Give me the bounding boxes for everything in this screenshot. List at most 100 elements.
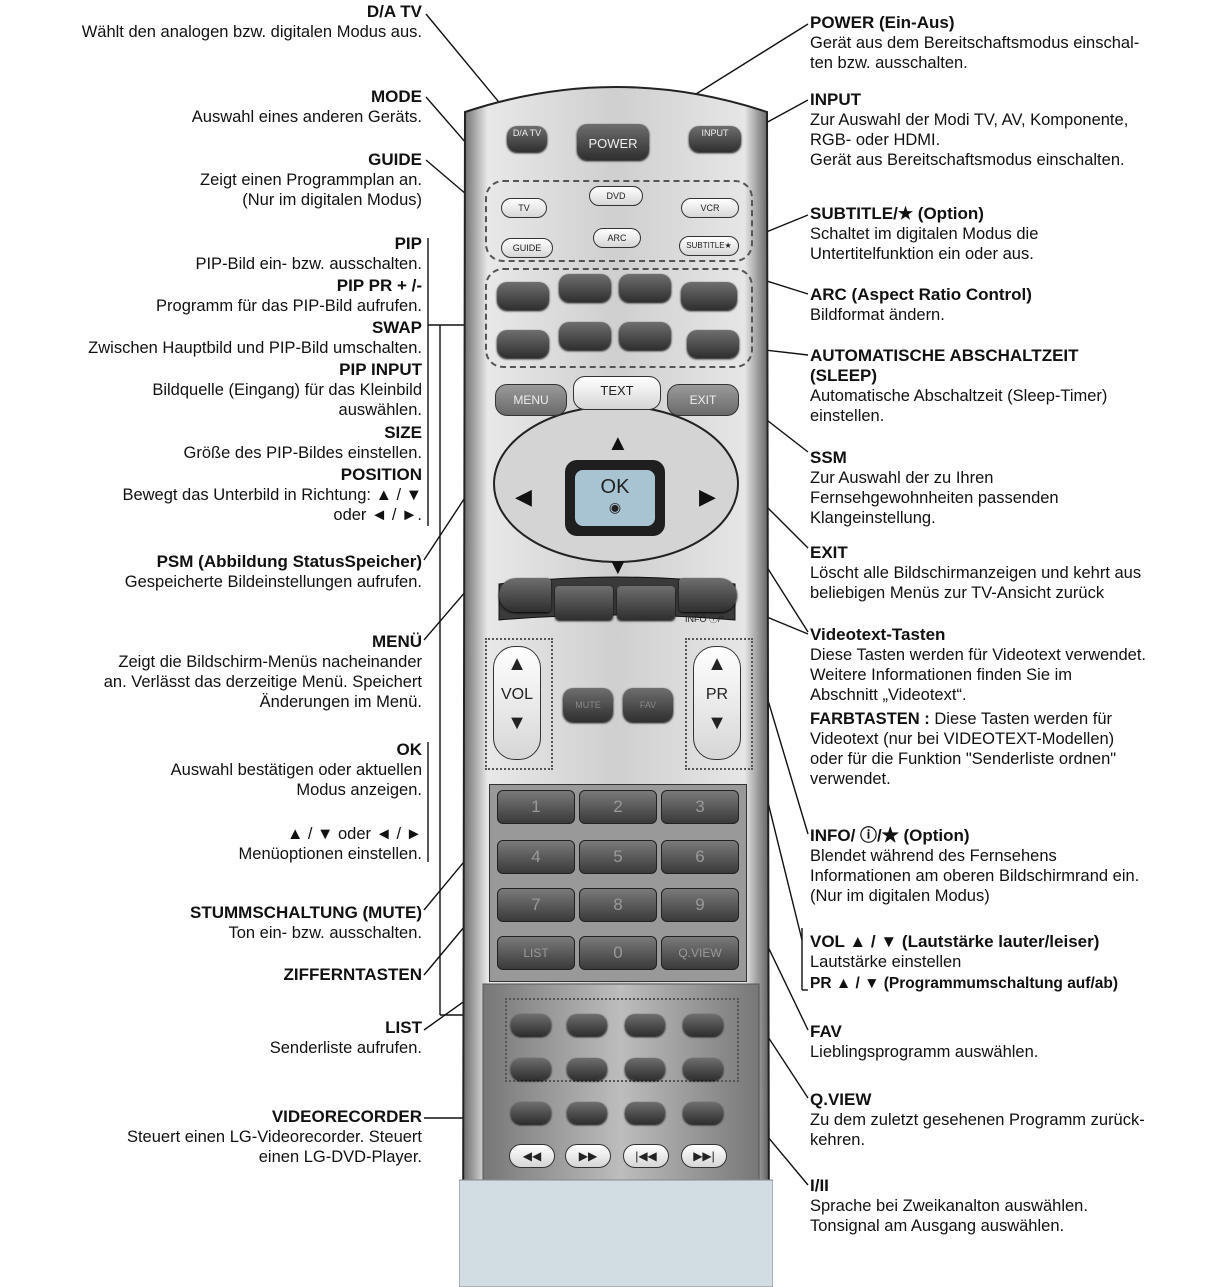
label-da-tv: D/A TV Wählt den analogen bzw. digitalen… <box>2 2 422 42</box>
ok-button[interactable]: OK ◉ <box>565 460 665 536</box>
color-red-button[interactable] <box>499 578 551 612</box>
label-fav-text: Lieblingsprogramm auswählen. <box>810 1043 1039 1061</box>
nav-left-icon[interactable]: ◀ <box>515 484 532 509</box>
color-yellow-button[interactable] <box>617 586 675 620</box>
label-subtitle-title: SUBTITLE/★ (Option) <box>810 204 984 223</box>
skip-forward-icon[interactable]: ▶▶| <box>681 1144 727 1168</box>
list-button[interactable]: LIST <box>497 936 575 970</box>
label-ok-text: Auswahl bestätigen oder aktuellen Modus … <box>170 761 422 799</box>
label-exit-text: Löscht alle Bildschirmanzeigen und kehrt… <box>810 564 1142 602</box>
digit-3-button[interactable]: 3 <box>661 790 739 824</box>
nav-down-icon[interactable]: ▼ <box>607 554 629 579</box>
info-label: INFO ⓘ/* <box>685 614 725 624</box>
play-button[interactable] <box>683 1102 723 1124</box>
label-mode: MODE Auswahl eines anderen Geräts. <box>2 87 422 127</box>
digit-9-button[interactable]: 9 <box>661 888 739 922</box>
input-button[interactable]: INPUT <box>689 126 741 152</box>
label-ssm-text: Zur Auswahl der zu Ihren Fernsehgewohnhe… <box>810 469 1059 527</box>
label-size: SIZE Größe des PIP-Bildes einstellen. <box>2 423 422 463</box>
label-position: POSITION Bewegt das Unterbild in Richtun… <box>2 465 422 525</box>
digit-8-button[interactable]: 8 <box>579 888 657 922</box>
label-da-tv-text: Wählt den analogen bzw. digitalen Modus … <box>81 23 422 41</box>
vol-rocker[interactable]: ▲ VOL ▼ <box>493 646 541 760</box>
label-vol-title: VOL ▲ / ▼ (Lautstärke lauter/leiser) <box>810 932 1100 951</box>
nav-up-icon[interactable]: ▲ <box>607 430 629 455</box>
mode-vcr-button[interactable]: VCR <box>681 198 739 218</box>
ok-dot-icon: ◉ <box>608 499 622 515</box>
i-ii-button[interactable] <box>683 1058 723 1080</box>
stop-button[interactable] <box>625 1102 665 1124</box>
vt-button-7[interactable] <box>625 1058 665 1080</box>
digit-0-button[interactable]: 0 <box>579 936 657 970</box>
mode-tv-button[interactable]: TV <box>501 198 547 218</box>
pause-button[interactable] <box>567 1102 607 1124</box>
pr-rocker[interactable]: ▲ PR ▼ <box>693 646 741 760</box>
menu-button[interactable]: MENU <box>495 384 567 416</box>
pip-pr-plus-button[interactable] <box>619 274 671 302</box>
nav-right-icon[interactable]: ▶ <box>699 484 716 509</box>
subtitle-button[interactable]: SUBTITLE★ <box>679 236 739 256</box>
exit-button[interactable]: EXIT <box>667 384 739 416</box>
vt-button-4[interactable] <box>683 1014 723 1036</box>
label-mute-title: STUMMSCHALTUNG (MUTE) <box>190 903 422 922</box>
pip-pr-minus-button[interactable] <box>559 274 611 302</box>
mode-dvd-button[interactable]: DVD <box>589 186 643 206</box>
label-guide-text: Zeigt einen Programmplan an. (Nur im dig… <box>200 171 422 209</box>
vt-button-6[interactable] <box>567 1058 607 1080</box>
pip-input-button[interactable] <box>497 330 549 358</box>
label-power-text: Gerät aus dem Bereitschaftsmodus einscha… <box>810 34 1140 72</box>
label-psm-title: PSM (Abbildung StatusSpeicher) <box>156 552 422 571</box>
label-arrows-text: ▲ / ▼ oder ◄ / ► Menüoptionen einstellen… <box>238 825 422 863</box>
swap-button[interactable] <box>681 282 737 310</box>
sleep-button[interactable] <box>687 330 739 358</box>
arc-button[interactable]: ARC <box>593 228 641 248</box>
mute-button[interactable]: MUTE <box>563 688 613 722</box>
color-green-button[interactable] <box>555 586 613 620</box>
label-list-title: LIST <box>385 1018 422 1037</box>
label-info: INFO/ ⓘ/★ (Option) Blendet während des F… <box>810 826 1224 906</box>
skip-back-icon[interactable]: |◀◀ <box>623 1144 669 1168</box>
label-arc-title: ARC (Aspect Ratio Control) <box>810 285 1032 304</box>
label-sleep: AUTOMATISCHE ABSCHALTZEIT (SLEEP) Automa… <box>810 346 1224 426</box>
label-fav: FAV Lieblingsprogramm auswählen. <box>810 1022 1224 1062</box>
label-sleep-title: AUTOMATISCHE ABSCHALTZEIT (SLEEP) <box>810 346 1079 385</box>
position-button[interactable] <box>619 322 671 350</box>
label-arc: ARC (Aspect Ratio Control) Bildformat än… <box>810 285 1224 325</box>
pip-button[interactable] <box>497 282 549 310</box>
vt-button-3[interactable] <box>625 1014 665 1036</box>
fast-forward-icon[interactable]: ▶▶ <box>565 1144 611 1168</box>
label-sleep-text: Automatische Abschaltzeit (Sleep-Timer) … <box>810 387 1108 425</box>
qview-button[interactable]: Q.VIEW <box>661 936 739 970</box>
da-tv-button[interactable]: D/A TV <box>507 126 547 152</box>
rewind-icon[interactable]: ◀◀ <box>509 1144 555 1168</box>
label-videorecorder-title: VIDEORECORDER <box>271 1107 422 1126</box>
record-button[interactable] <box>511 1102 551 1124</box>
label-ziffern: ZIFFERNTASTEN <box>2 965 422 985</box>
power-button[interactable]: POWER <box>577 124 649 160</box>
vt-button-1[interactable] <box>511 1014 551 1036</box>
size-button[interactable] <box>559 322 611 350</box>
label-guide-title: GUIDE <box>368 150 422 169</box>
pr-up-icon: ▲ <box>707 653 727 675</box>
label-list-text: Senderliste aufrufen. <box>269 1039 422 1057</box>
label-i-ii: I/II Sprache bei Zweikanalton auswählen.… <box>810 1176 1224 1236</box>
pr-down-icon: ▼ <box>707 712 727 734</box>
text-button[interactable]: TEXT <box>573 376 661 410</box>
digit-5-button[interactable]: 5 <box>579 840 657 874</box>
label-input-title: INPUT <box>810 90 861 109</box>
fav-button[interactable]: FAV <box>623 688 673 722</box>
guide-button[interactable]: GUIDE <box>501 238 553 258</box>
label-videorecorder: VIDEORECORDER Steuert einen LG-Videoreco… <box>2 1107 422 1167</box>
label-position-text: Bewegt das Unterbild in Richtung: ▲ / ▼ … <box>122 486 422 524</box>
label-subtitle-text: Schaltet im digitalen Modus die Untertit… <box>810 225 1039 263</box>
digit-1-button[interactable]: 1 <box>497 790 575 824</box>
digit-6-button[interactable]: 6 <box>661 840 739 874</box>
digit-7-button[interactable]: 7 <box>497 888 575 922</box>
vt-button-5[interactable] <box>511 1058 551 1080</box>
color-blue-button[interactable] <box>679 578 737 612</box>
label-info-text: Blendet während des Fernsehens Informati… <box>810 847 1140 905</box>
vt-button-2[interactable] <box>567 1014 607 1036</box>
digit-4-button[interactable]: 4 <box>497 840 575 874</box>
digit-2-button[interactable]: 2 <box>579 790 657 824</box>
label-pip-pr-text: Programm für das PIP-Bild aufrufen. <box>156 297 422 315</box>
